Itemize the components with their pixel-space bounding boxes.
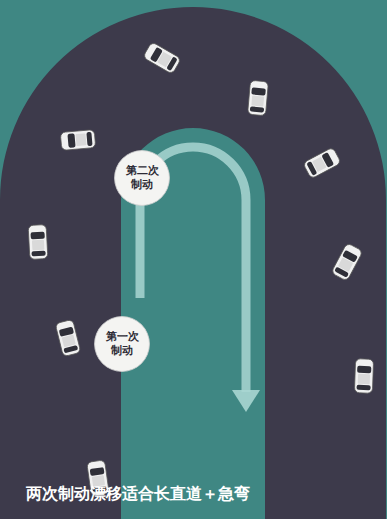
- car: [331, 243, 363, 281]
- car: [55, 319, 81, 356]
- car: [143, 42, 181, 75]
- circle-label: 第二次 制动: [124, 164, 159, 192]
- car: [354, 359, 373, 394]
- circle-label: 第一次 制动: [104, 330, 139, 358]
- caption: 两次制动漂移适合长直道＋急弯: [26, 484, 250, 505]
- arrow-head: [232, 390, 260, 412]
- brake-circle: 第二次 制动: [114, 150, 170, 206]
- brake-circle: 第一次 制动: [94, 316, 150, 372]
- u-turn-road: [0, 7, 386, 519]
- car: [248, 80, 269, 115]
- car: [303, 147, 341, 179]
- car: [28, 225, 48, 260]
- car: [60, 130, 95, 151]
